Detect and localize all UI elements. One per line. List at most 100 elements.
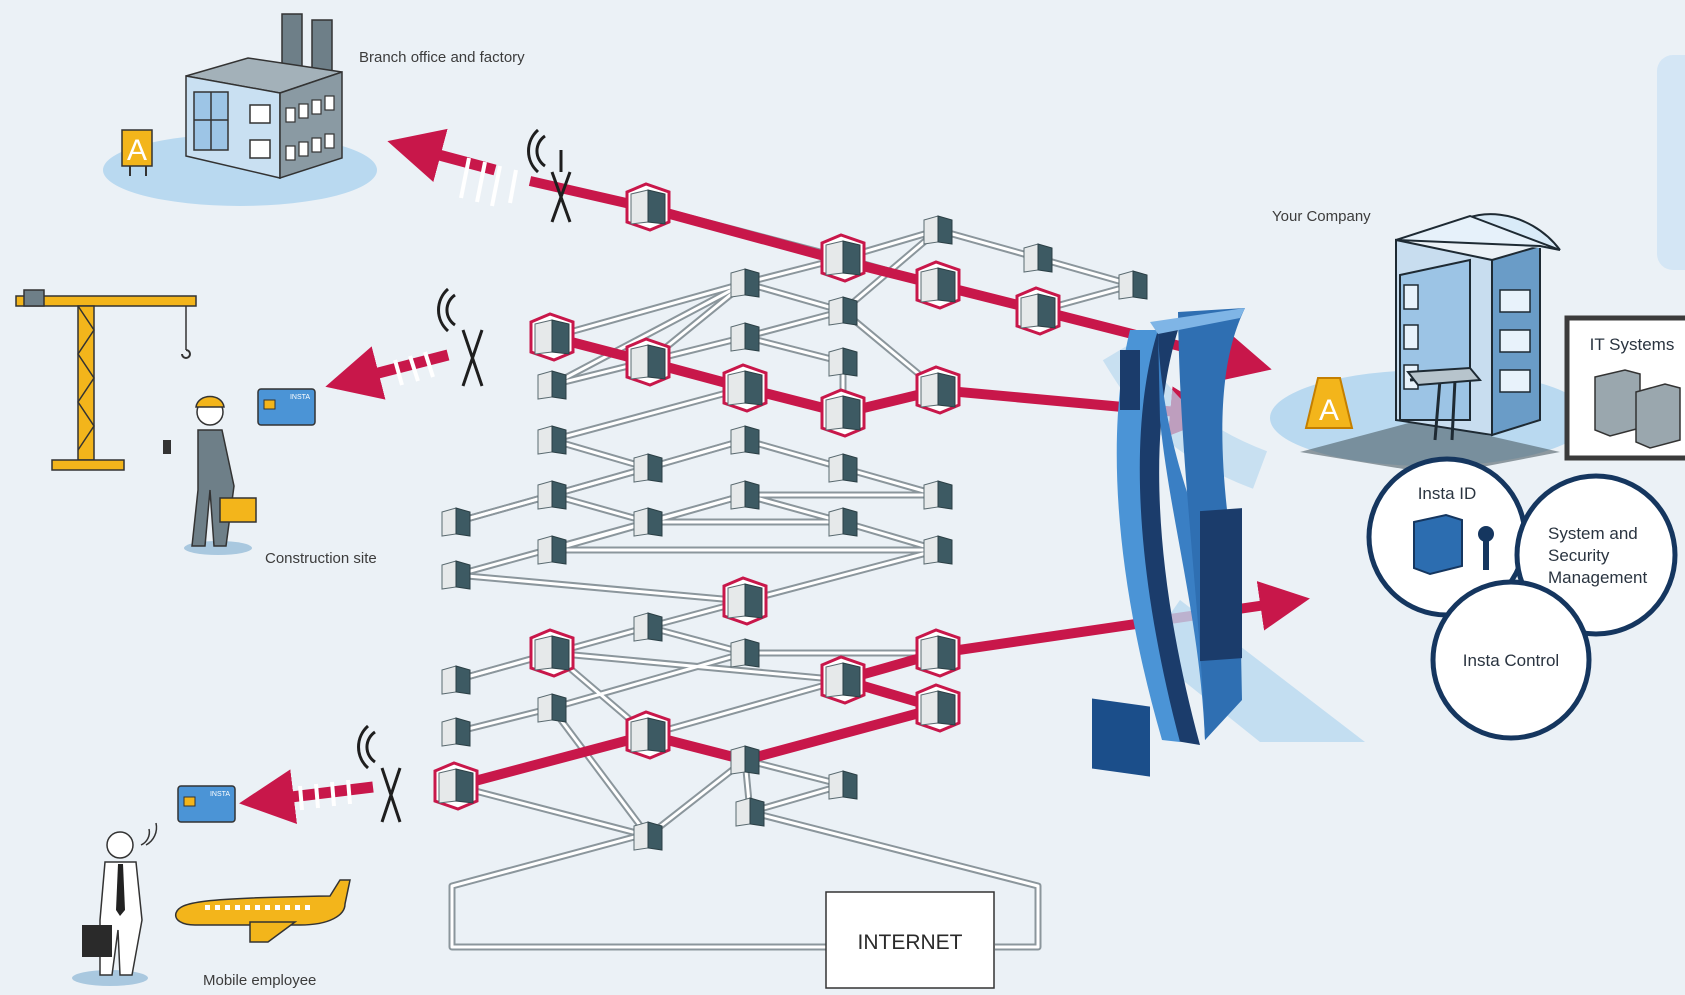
network-node — [820, 388, 866, 438]
network-link — [646, 625, 747, 655]
network-link — [1036, 256, 1135, 287]
network-link — [646, 678, 845, 737]
network-link — [454, 784, 650, 838]
sign-letter: A — [1319, 394, 1339, 427]
system-security-label-1: System and — [1548, 524, 1638, 543]
network-node — [722, 576, 768, 626]
network-node — [633, 612, 663, 642]
network-nodes — [433, 182, 1148, 851]
network-link — [454, 706, 554, 734]
network-node — [625, 710, 671, 760]
network-node — [915, 365, 961, 415]
network-link — [550, 386, 747, 442]
network-node — [828, 453, 858, 483]
arrow-to-branch — [387, 128, 497, 182]
network-node — [915, 628, 961, 678]
network-node — [923, 480, 953, 510]
network-link — [743, 281, 845, 313]
network-link — [841, 466, 940, 497]
network-node — [828, 296, 858, 326]
network-node — [923, 535, 953, 565]
construction-label: Construction site — [265, 550, 377, 567]
firewall-icon — [1092, 308, 1365, 777]
network-node — [633, 453, 663, 483]
internet-label: INTERNET — [858, 931, 963, 954]
network-node — [537, 480, 567, 510]
antenna-icon — [357, 128, 572, 823]
network-node — [529, 628, 575, 678]
network-node — [433, 761, 479, 811]
network-node — [730, 745, 760, 775]
server-icon — [1594, 369, 1681, 449]
network-node — [735, 797, 765, 827]
it-systems-panel: IT Systems — [1564, 315, 1685, 461]
it-systems-label: IT Systems — [1590, 335, 1675, 354]
network-node — [1023, 243, 1053, 273]
network-node — [1015, 286, 1061, 336]
network-node — [625, 182, 671, 232]
airplane-icon — [174, 879, 351, 943]
sign-icon: A — [121, 129, 153, 176]
network-node — [722, 363, 768, 413]
construction-worker-icon — [163, 395, 257, 555]
network-node — [820, 655, 866, 705]
system-security-label-2: Security — [1548, 546, 1610, 565]
network-node — [923, 215, 953, 245]
system-security-label-3: Management — [1548, 568, 1648, 587]
branch-sign-letter: A — [127, 134, 147, 167]
network-node — [730, 480, 760, 510]
insta-control-circle — [1430, 579, 1592, 741]
network-link — [743, 335, 845, 364]
network-node — [537, 535, 567, 565]
network-node — [828, 507, 858, 537]
card-brand-text: INSTA — [290, 394, 310, 401]
network-node — [730, 425, 760, 455]
network-node — [730, 638, 760, 668]
network-link — [841, 520, 940, 552]
network-node — [828, 770, 858, 800]
factory-icon — [103, 13, 377, 206]
network-node — [537, 693, 567, 723]
network-link — [743, 493, 845, 524]
network-link — [550, 438, 650, 470]
network-node — [441, 717, 471, 747]
internet-loop: INTERNET — [448, 808, 1042, 989]
network-node — [529, 312, 575, 362]
network-node — [915, 260, 961, 310]
insta-card-icon: INSTA — [257, 388, 316, 426]
network-node — [1118, 270, 1148, 300]
network-node — [537, 425, 567, 455]
branch-label: Branch office and factory — [359, 49, 525, 66]
network-node — [633, 821, 663, 851]
network-node — [441, 507, 471, 537]
network-link — [748, 783, 845, 814]
company-label: Your Company — [1272, 208, 1371, 225]
company-building-icon — [1270, 213, 1590, 475]
arrow-to-mobile — [239, 769, 374, 824]
network-link — [550, 706, 650, 838]
network-link — [550, 651, 747, 710]
mobile-label: Mobile employee — [203, 972, 316, 989]
network-node — [828, 347, 858, 377]
business-person-icon — [72, 822, 158, 986]
server-key-icon — [1413, 513, 1494, 576]
network-link — [646, 758, 747, 838]
insta-card-icon: INSTA — [177, 785, 236, 823]
network-node — [441, 560, 471, 590]
crane-icon — [15, 289, 197, 471]
network-node — [730, 322, 760, 352]
network-link — [550, 281, 747, 387]
network-link — [454, 573, 747, 603]
card-brand-text-2: INSTA — [210, 791, 230, 798]
network-node — [633, 507, 663, 537]
network-link — [550, 493, 650, 524]
network-node — [730, 268, 760, 298]
network-link — [550, 281, 747, 339]
management-circles: Insta ID System and Security Management … — [1366, 456, 1678, 741]
internet-box — [825, 891, 995, 989]
network-link — [743, 548, 940, 603]
network-link — [743, 309, 845, 339]
network-node — [537, 370, 567, 400]
